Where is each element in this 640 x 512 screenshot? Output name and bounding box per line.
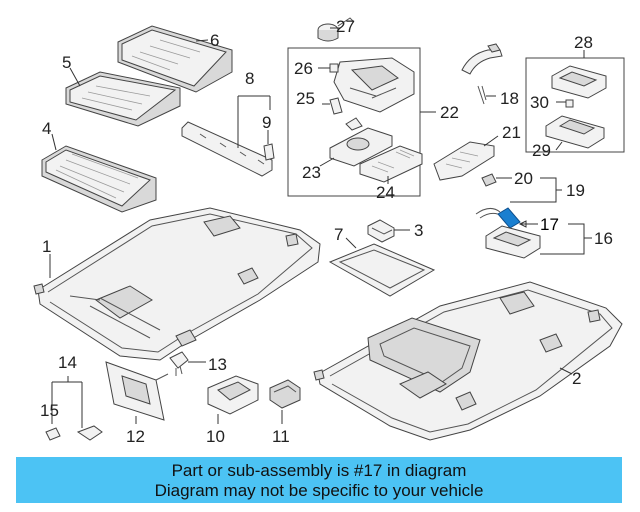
part-15-clip xyxy=(45,427,61,441)
callout-13: 13 xyxy=(208,355,227,374)
part-3-clip xyxy=(367,219,410,243)
part-22-console xyxy=(333,57,415,113)
parts-diagram: 6 5 4 8 9 1 xyxy=(33,17,625,446)
callout-2: 2 xyxy=(572,369,581,388)
part-11-lamp xyxy=(269,379,301,424)
callout-9: 9 xyxy=(262,113,271,132)
callout-24: 24 xyxy=(376,183,395,202)
part-6-pad xyxy=(117,25,233,93)
callout-17: 17 xyxy=(540,215,559,234)
callout-15: 15 xyxy=(40,401,59,420)
callout-8: 8 xyxy=(245,69,254,88)
callout-21: 21 xyxy=(502,123,521,142)
info-banner: Part or sub-assembly is #17 in diagram D… xyxy=(16,457,622,503)
part-9-clip xyxy=(263,130,275,161)
part-21-bracket xyxy=(433,135,499,181)
callout-18: 18 xyxy=(500,89,519,108)
callout-23: 23 xyxy=(302,163,321,182)
callout-3: 3 xyxy=(414,221,423,240)
group-box-28 xyxy=(525,57,625,153)
callout-4: 4 xyxy=(42,119,51,138)
part-2-headliner xyxy=(313,281,623,441)
group-box-22 xyxy=(287,47,421,197)
part-25-lens xyxy=(322,97,343,115)
callout-20: 20 xyxy=(514,169,533,188)
part-16-lamp xyxy=(485,223,592,259)
callout-1: 1 xyxy=(42,237,51,256)
part-14-holder xyxy=(76,425,103,441)
part-12-visor xyxy=(105,361,169,424)
part-30-bulb xyxy=(556,99,574,108)
part-8-rail xyxy=(181,95,273,177)
part-18-handle xyxy=(461,43,503,105)
part-23-cover xyxy=(319,127,393,167)
part-7-frame xyxy=(328,237,436,297)
callout-22: 22 xyxy=(440,103,459,122)
bracket-14 xyxy=(51,376,83,428)
callout-6: 6 xyxy=(210,31,219,50)
callout-25: 25 xyxy=(296,89,315,108)
bracket-19 xyxy=(510,177,562,203)
callout-30: 30 xyxy=(530,93,549,112)
callout-10: 10 xyxy=(206,427,225,446)
part-24-cover xyxy=(359,145,423,184)
banner-line-2: Diagram may not be specific to your vehi… xyxy=(154,481,484,500)
part-20-connector xyxy=(481,173,512,187)
part-27-lamp xyxy=(317,17,355,42)
part-29-cover xyxy=(545,115,605,151)
callout-5: 5 xyxy=(62,53,71,72)
callout-27: 27 xyxy=(336,17,355,36)
part-5-pad xyxy=(65,67,181,127)
part-clip-small xyxy=(345,117,363,131)
callout-26: 26 xyxy=(294,59,313,78)
banner-line-1: Part or sub-assembly is #17 in diagram xyxy=(171,461,467,480)
part-4-pad xyxy=(41,133,157,213)
part-17-wiring xyxy=(475,207,538,229)
part-13-clip xyxy=(169,351,206,376)
part-26-bulb xyxy=(318,63,339,73)
callout-16: 16 xyxy=(594,229,613,248)
callout-19: 19 xyxy=(566,181,585,200)
callout-28: 28 xyxy=(574,33,593,52)
callout-14: 14 xyxy=(58,353,77,372)
callout-12: 12 xyxy=(126,427,145,446)
part-17-highlight xyxy=(497,207,521,229)
part-1-headliner xyxy=(33,207,321,361)
part-28-console xyxy=(551,65,607,99)
callout-7: 7 xyxy=(334,225,343,244)
callout-11: 11 xyxy=(272,427,290,446)
callout-29: 29 xyxy=(532,141,551,160)
part-10-housing xyxy=(207,375,259,424)
